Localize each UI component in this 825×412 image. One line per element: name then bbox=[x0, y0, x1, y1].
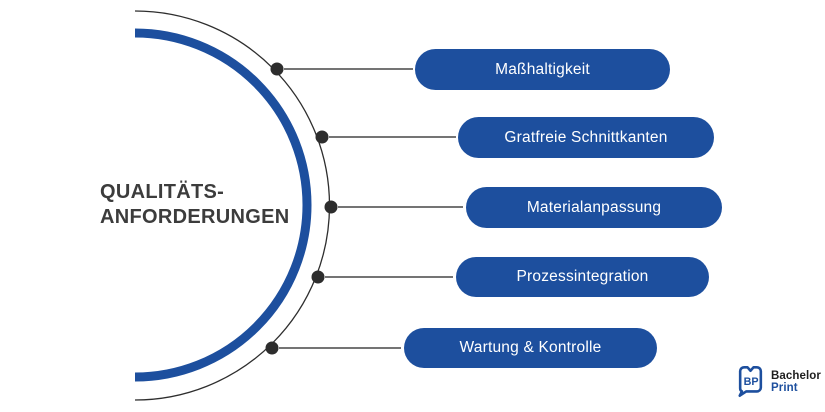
pill-label: Prozessintegration bbox=[516, 268, 649, 285]
connector-dot bbox=[315, 130, 329, 144]
blue-arc bbox=[134, 28, 312, 382]
diagram-title: QUALITÄTS- ANFORDERUNGEN bbox=[100, 180, 289, 229]
logo-wordmark: Bachelor Print bbox=[771, 370, 821, 394]
connector-dot bbox=[311, 270, 325, 284]
connector-dot bbox=[270, 62, 284, 76]
pill-label: Gratfreie Schnittkanten bbox=[504, 128, 668, 146]
logo-text-bachelor: Bachelor bbox=[771, 369, 822, 382]
logo-text-print: Print bbox=[771, 381, 798, 394]
title-line-1: QUALITÄTS- bbox=[100, 181, 225, 203]
connector-dot bbox=[265, 341, 279, 355]
pill-label: Materialanpassung bbox=[526, 198, 662, 216]
pill-wartung-kontrolle: Wartung & Kontrolle bbox=[404, 328, 657, 368]
pill-masshaltigkeit: Maßhaltigkeit bbox=[415, 49, 670, 90]
logo-monogram: BP bbox=[744, 376, 759, 388]
pill-materialanpassung: Materialanpassung bbox=[466, 187, 722, 228]
bachelorprint-logo-icon: BP bbox=[738, 366, 763, 397]
brand-logo: BP Bachelor Print bbox=[735, 364, 821, 399]
connector-dot bbox=[324, 200, 338, 214]
pill-label: Maßhaltigkeit bbox=[495, 60, 590, 78]
pill-gratfreie-schnittkanten: Gratfreie Schnittkanten bbox=[458, 117, 714, 158]
pill-prozessintegration: Prozessintegration bbox=[456, 257, 709, 297]
title-line-2: ANFORDERUNGEN bbox=[100, 205, 290, 228]
pill-label: Wartung & Kontrolle bbox=[459, 339, 602, 356]
